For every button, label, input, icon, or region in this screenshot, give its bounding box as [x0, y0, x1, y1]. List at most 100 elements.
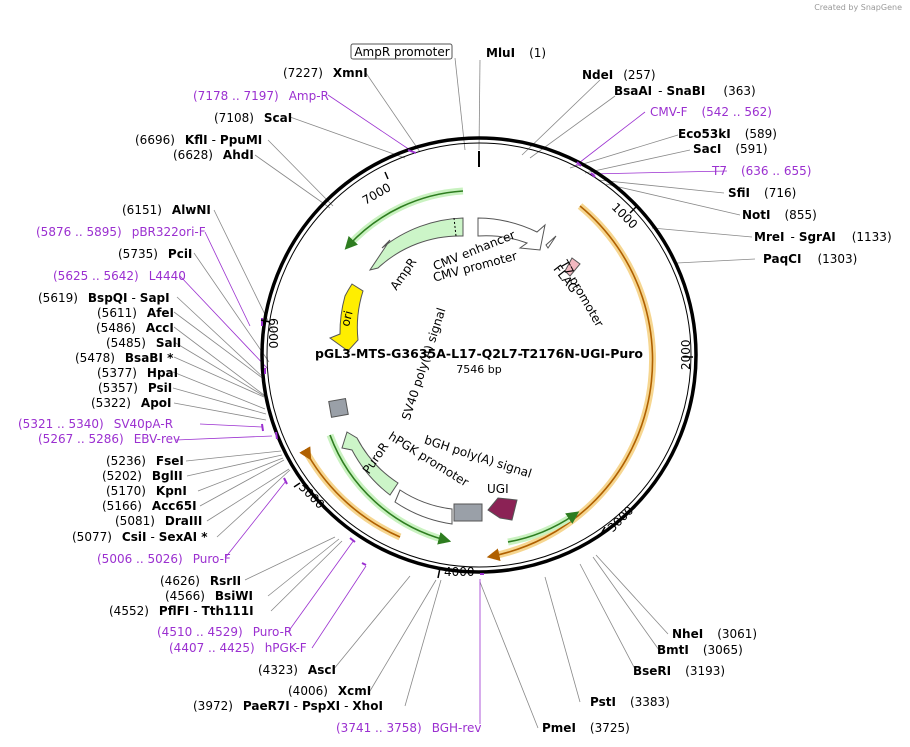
leader-lines — [172, 57, 756, 729]
tick-2000: 2000 — [679, 339, 693, 370]
svg-text:(5735)PciI: (5735)PciI — [118, 247, 192, 261]
svg-text:(5876 .. 5895)pBR322ori-F: (5876 .. 5895)pBR322ori-F — [36, 225, 206, 239]
svg-text:NdeI(257): NdeI(257) — [582, 68, 656, 82]
enzyme-sfii: SfiI — [728, 186, 750, 200]
primer-bgh-rev: (3741 .. 3758) — [336, 721, 422, 735]
enzyme-psti: PstI — [590, 695, 616, 709]
primer-amp-r: (7178 .. 7197) — [193, 89, 279, 103]
enzyme-asci: AscI — [308, 663, 336, 677]
svg-text:(5267 .. 5286)EBV-rev: (5267 .. 5286)EBV-rev — [38, 432, 180, 446]
enzyme-kpni: KpnI — [156, 484, 187, 498]
svg-text:(6628)AhdI: (6628)AhdI — [173, 148, 254, 162]
label-ori: ori — [338, 309, 356, 328]
enzyme-bspqi: BspQI — [88, 291, 128, 305]
primer-l4440: (5625 .. 5642) — [53, 269, 139, 283]
credit-text: Created by SnapGene — [814, 3, 902, 12]
enzyme-xmni: XmnI — [333, 66, 368, 80]
enzyme-afei: AfeI — [147, 306, 174, 320]
svg-text:(4407 .. 4425)hPGK-F: (4407 .. 4425)hPGK-F — [169, 641, 307, 655]
svg-text:(5486)AccI: (5486)AccI — [96, 321, 174, 335]
svg-text:(5625 .. 5642)L4440: (5625 .. 5642)L4440 — [53, 269, 186, 283]
enzyme-ahdi: AhdI — [223, 148, 254, 162]
enzyme-pcii: PciI — [168, 247, 193, 261]
enzyme-nhei: NheI — [672, 627, 703, 641]
svg-text:MreI-SgrAI(1133): MreI-SgrAI(1133) — [754, 230, 892, 244]
svg-text:PstI(3383): PstI(3383) — [590, 695, 670, 709]
primer-t7: T7 — [711, 164, 727, 178]
svg-text:(4510 .. 4529)Puro-R: (4510 .. 4529)Puro-R — [157, 625, 292, 639]
svg-text:(4006)XcmI: (4006)XcmI — [288, 684, 371, 698]
primer-sv40pa-r: (5321 .. 5340) — [18, 417, 104, 431]
enzyme-bsaai: BsaAI — [614, 84, 652, 98]
enzyme-alwni: AlwNI — [172, 203, 211, 217]
svg-text:BmtI(3065): BmtI(3065) — [657, 643, 743, 657]
svg-text:PmeI(3725): PmeI(3725) — [542, 721, 630, 735]
enzyme-fsei: FseI — [156, 454, 184, 468]
plasmid-name: pGL3-MTS-G3635A-L17-Q2L7-T2176N-UGI-Puro — [315, 346, 643, 361]
svg-text:(5321 .. 5340)SV40pA-R: (5321 .. 5340)SV40pA-R — [18, 417, 173, 431]
enzyme-bglii: BglII — [152, 469, 183, 483]
primer-cmv-f: CMV-F — [650, 105, 688, 119]
enzyme-csii: CsiI — [122, 530, 147, 544]
enzyme-mrei: MreI — [754, 230, 784, 244]
enzyme-pflfi: PflFI — [159, 604, 189, 618]
hpgk-feature — [394, 489, 453, 525]
label-ugi: UGI — [487, 482, 509, 496]
svg-text:SfiI(716): SfiI(716) — [728, 186, 796, 200]
tick-6000: 6000 — [266, 318, 280, 349]
primer-puro-f: (5006 .. 5026) — [97, 552, 183, 566]
svg-text:Eco53kI(589): Eco53kI(589) — [678, 127, 777, 141]
svg-text:NotI(855): NotI(855) — [742, 208, 817, 222]
enzyme-xcmi: XcmI — [338, 684, 371, 698]
svg-text:(5485)SalI: (5485)SalI — [106, 336, 181, 350]
cmv-enhancer-feature — [477, 217, 546, 251]
svg-text:BsaAI-SnaBI(363): BsaAI-SnaBI(363) — [614, 84, 756, 98]
svg-text:(5478)BsaBI *: (5478)BsaBI * — [75, 351, 174, 365]
svg-text:(5166)Acc65I: (5166)Acc65I — [102, 499, 197, 513]
enzyme-paer7i: PaeR7I — [243, 699, 290, 713]
svg-text:(5077)CsiI-SexAI *: (5077)CsiI-SexAI * — [72, 530, 208, 544]
svg-text:(5377)HpaI: (5377)HpaI — [97, 366, 178, 380]
svg-text:(5006 .. 5026)Puro-F: (5006 .. 5026)Puro-F — [97, 552, 231, 566]
svg-text:(7178 .. 7197)Amp-R: (7178 .. 7197)Amp-R — [193, 89, 329, 103]
enzyme-acc65i: Acc65I — [152, 499, 197, 513]
ugi-feature — [487, 497, 518, 521]
enzyme-bsabi: BsaBI * — [125, 351, 174, 365]
svg-text:(7227)XmnI: (7227)XmnI — [283, 66, 368, 80]
enzyme-hpai: HpaI — [147, 366, 178, 380]
enzyme-saci: SacI — [693, 142, 721, 156]
svg-text:PaqCI(1303): PaqCI(1303) — [763, 252, 857, 266]
enzyme-acci: AccI — [146, 321, 174, 335]
enzyme-bseri: BseRI — [633, 664, 671, 678]
svg-text:BseRI(3193): BseRI(3193) — [633, 664, 725, 678]
ampr-feature — [368, 217, 464, 271]
enzyme-draiii: DraIII — [165, 514, 202, 528]
svg-text:SacI(591): SacI(591) — [693, 142, 768, 156]
svg-text:(4566)BsiWI: (4566)BsiWI — [165, 589, 253, 603]
t7-feature — [545, 235, 557, 249]
svg-text:CMV-F(542 .. 562): CMV-F(542 .. 562) — [650, 105, 772, 119]
primer-ebv-rev: (5267 .. 5286) — [38, 432, 124, 446]
backbone-inner — [266, 142, 692, 568]
enzyme-rsrii: RsrII — [210, 574, 241, 588]
enzyme-scai: ScaI — [264, 111, 292, 125]
enzyme-mlui: MluI — [486, 46, 515, 60]
bgh-feature — [453, 503, 483, 522]
svg-text:NheI(3061): NheI(3061) — [672, 627, 757, 641]
svg-text:(6151)AlwNI: (6151)AlwNI — [122, 203, 211, 217]
ori-feature — [328, 283, 364, 352]
svg-text:(5081)DraIII: (5081)DraIII — [115, 514, 202, 528]
enzyme-ndei: NdeI — [582, 68, 613, 82]
primer-pbr322ori-f: (5876 .. 5895) — [36, 225, 122, 239]
svg-text:MluI(1): MluI(1) — [486, 46, 546, 60]
label-sv40: SV40 poly(A) signal — [399, 306, 449, 422]
tick-7000: 7000 — [360, 180, 393, 207]
svg-text:T7(636 .. 655): T7(636 .. 655) — [711, 164, 811, 178]
puror-feature — [341, 431, 399, 496]
label-ampr: AmpR — [387, 255, 419, 292]
primer-puro-r: (4510 .. 4529) — [157, 625, 243, 639]
primer-leader-lines — [175, 94, 728, 724]
svg-text:(6696)KflI-PpuMI: (6696)KflI-PpuMI — [135, 133, 262, 147]
svg-text:(5236)FseI: (5236)FseI — [106, 454, 184, 468]
